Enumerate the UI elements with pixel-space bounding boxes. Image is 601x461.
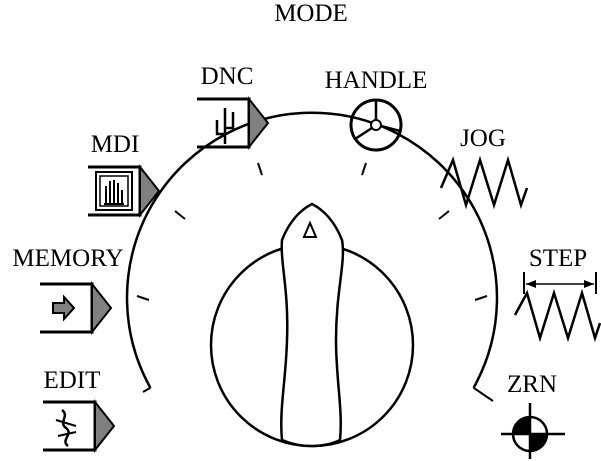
zero-return-target-icon <box>501 403 565 459</box>
mode-title: MODE <box>274 0 348 27</box>
mode-memory[interactable]: MEMORY <box>12 245 124 335</box>
mode-handle[interactable]: HANDLE <box>325 67 428 152</box>
tick-step <box>474 295 488 301</box>
tick-dnc <box>257 162 263 176</box>
mode-dnc[interactable]: DNC <box>197 63 270 150</box>
tick-handle <box>361 162 367 176</box>
step-zigzag-icon <box>513 272 601 343</box>
scale-ticks <box>136 162 488 301</box>
arc-end-tick-right <box>473 386 494 402</box>
edit-tape-icon <box>43 399 116 453</box>
mode-label-step: STEP <box>529 245 587 272</box>
dial-scale-arc <box>125 111 499 389</box>
mode-step[interactable]: STEP <box>513 245 601 343</box>
mdi-hand-icon <box>88 164 161 218</box>
mode-label-jog: JOG <box>460 125 506 152</box>
knob-pointer-handle[interactable] <box>280 202 345 448</box>
mode-mdi[interactable]: MDI <box>88 131 161 218</box>
memory-arrow-icon <box>40 281 113 335</box>
handwheel-icon <box>349 98 403 152</box>
mode-jog[interactable]: JOG <box>439 125 529 210</box>
tick-jog <box>438 210 450 220</box>
mode-label-handle: HANDLE <box>325 67 428 94</box>
mode-label-edit: EDIT <box>44 367 101 394</box>
mode-label-dnc: DNC <box>201 63 254 90</box>
mode-edit[interactable]: EDIT <box>43 367 116 453</box>
jog-zigzag-icon <box>439 155 529 210</box>
mode-label-memory: MEMORY <box>12 245 123 272</box>
dnc-cactus-icon <box>197 96 270 150</box>
arc-end-tick-left <box>142 386 151 393</box>
tick-memory <box>136 295 150 301</box>
mode-zrn[interactable]: ZRN <box>501 371 565 459</box>
knob-indicator-triangle <box>302 220 318 238</box>
mode-label-mdi: MDI <box>91 131 140 158</box>
tick-mdi <box>174 210 186 220</box>
mode-label-zrn: ZRN <box>507 371 557 398</box>
